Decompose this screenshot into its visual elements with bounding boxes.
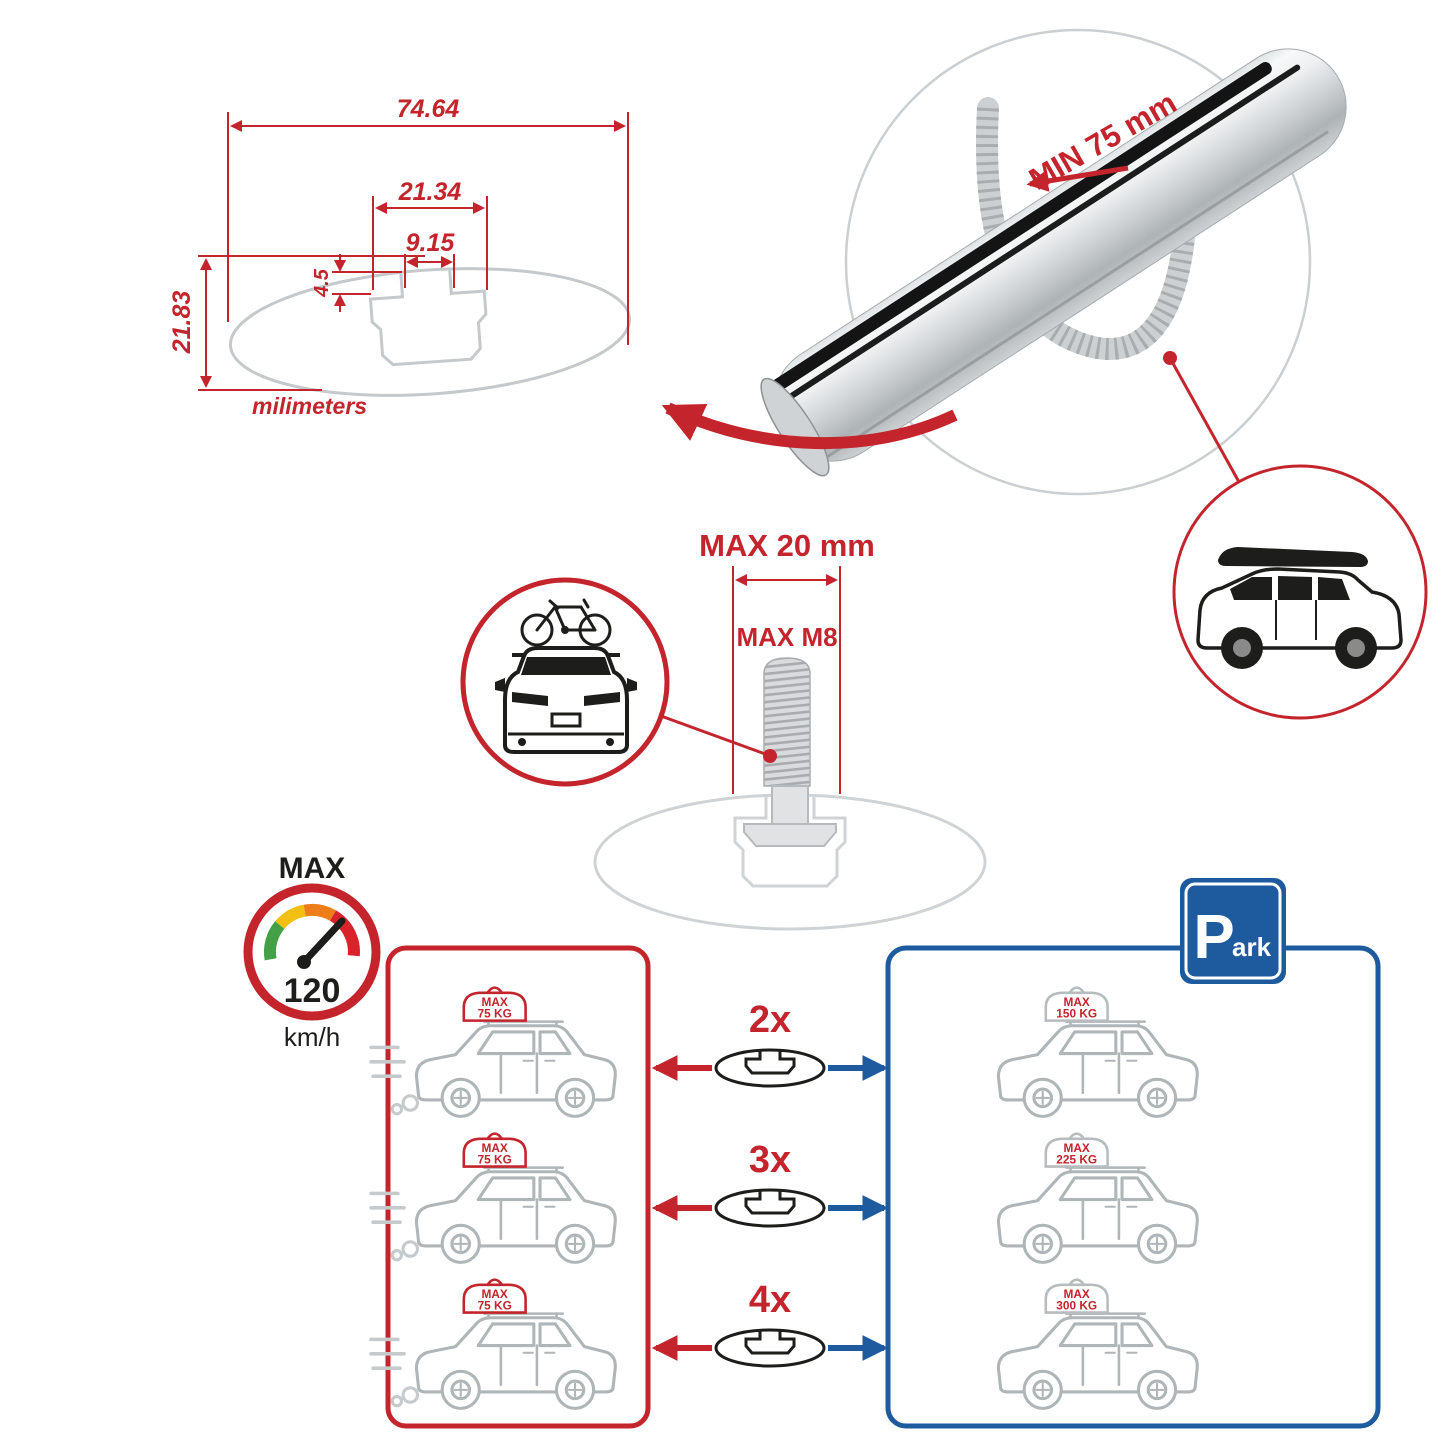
witness-lines-total-width — [227, 112, 629, 345]
crossbar-profile-icon — [714, 1328, 826, 1368]
bolt-shank — [771, 785, 809, 825]
quantity-row-2: 3x — [651, 1139, 889, 1228]
roof-load-badge: MAX 225 KG — [1044, 1132, 1109, 1168]
load-kg-label: 75 KG — [478, 1153, 512, 1167]
bolt-threads — [763, 657, 811, 787]
load-max-label: MAX — [482, 1141, 508, 1155]
roof-load-badge: MAX 150 KG — [1044, 986, 1109, 1022]
max-thread-label: MAX M8 — [736, 622, 837, 652]
load-comparison: MAX 120 km/h P ark — [243, 852, 1381, 1429]
detail-circle — [844, 28, 1312, 496]
bike-icon — [520, 598, 612, 647]
speed-limit-gauge: MAX 120 km/h — [243, 852, 381, 1052]
load-kg-label: 150 KG — [1056, 1007, 1097, 1021]
bolt-detail: MAX 20 mm MAX M8 — [460, 528, 987, 931]
license-plate — [550, 712, 582, 728]
cross-section-drawing: 74.64 21.34 9.15 4.5 21.83 milimeters — [168, 95, 632, 419]
bolt-pointer-line — [660, 714, 769, 757]
bolt-t-head — [743, 823, 837, 847]
row-count: 4x — [749, 1279, 791, 1321]
load-kg-label: 75 KG — [478, 1299, 512, 1313]
headlights — [512, 692, 620, 706]
roof-load-badge: MAX 75 KG — [462, 1132, 527, 1168]
crossbar-profile-icon — [714, 1048, 826, 1088]
bolt-pointer-dot — [763, 749, 777, 763]
parked-car-3: MAX 300 KG — [996, 1278, 1199, 1410]
gauge-needle — [300, 917, 346, 966]
dim-total-width: 74.64 — [397, 95, 460, 123]
suv-door-lines — [1275, 600, 1317, 640]
gauge-green-arc — [264, 921, 285, 961]
roof-load-badge: MAX 75 KG — [462, 986, 527, 1022]
load-kg-label: 300 KG — [1056, 1299, 1097, 1313]
bar-top-groove — [769, 62, 1272, 393]
gauge-red-arc — [329, 910, 360, 957]
crossbar-cross-section — [228, 267, 632, 397]
speed-value: 120 — [284, 972, 341, 1010]
gauge-pivot — [297, 955, 311, 969]
clamp-rod — [975, 97, 1197, 360]
load-max-label: MAX — [482, 1287, 508, 1301]
parked-car-1: MAX 150 KG — [996, 986, 1199, 1118]
crossbar-profile-icon — [714, 1188, 826, 1228]
parked-car-2: MAX 225 KG — [996, 1132, 1199, 1264]
roof-load-badge: MAX 300 KG — [1044, 1278, 1109, 1314]
pointer-line — [1168, 357, 1241, 483]
quantity-row-3: 4x — [651, 1279, 889, 1368]
aluminum-bar — [760, 48, 1347, 477]
max-length-label: MAX 20 mm — [699, 528, 875, 563]
witness-lines-bolt — [732, 566, 841, 794]
witness-lines-channel-width — [372, 196, 488, 290]
car-front-icon — [495, 646, 637, 754]
min-grip-arrow — [1026, 165, 1129, 192]
roof-box-icon — [1218, 547, 1368, 567]
section-pointer-arrow — [661, 402, 958, 450]
driving-car-3: MAX 75 KG — [369, 1278, 617, 1410]
gauge-yellow-arc — [275, 904, 307, 930]
driving-car-2: MAX 75 KG — [369, 1132, 617, 1264]
dim-slot-depth: 4.5 — [311, 268, 333, 298]
dim-channel-width: 21.34 — [398, 178, 462, 206]
suv-windows — [1230, 576, 1350, 600]
load-max-label: MAX — [1064, 995, 1090, 1009]
row-count: 2x — [749, 999, 791, 1041]
quantity-row-1: 2x — [651, 999, 889, 1088]
load-kg-label: 225 KG — [1056, 1153, 1097, 1167]
row-count: 3x — [749, 1139, 791, 1181]
park-sign-plate — [1180, 878, 1286, 984]
bar-seam-line — [779, 64, 1301, 405]
speed-units: km/h — [284, 1022, 340, 1052]
dim-total-height: 21.83 — [168, 291, 196, 355]
windshield — [521, 657, 611, 675]
roofbox-car-inset — [1172, 464, 1428, 720]
load-max-label: MAX — [482, 995, 508, 1009]
dim-slot-width: 9.15 — [406, 229, 456, 257]
park-sign: P ark — [1180, 878, 1286, 984]
witness-lines-slot-width — [404, 254, 455, 288]
bike-car-inset — [460, 577, 670, 787]
speed-max-label: MAX — [279, 852, 346, 885]
units-label: milimeters — [252, 393, 367, 419]
load-max-label: MAX — [1064, 1141, 1090, 1155]
gauge-orange-arc — [303, 904, 337, 921]
roof-load-badge: MAX 75 KG — [462, 1278, 527, 1314]
cross-section-ellipse — [228, 267, 632, 397]
bar-bottom-line — [824, 130, 1329, 460]
load-kg-label: 75 KG — [478, 1007, 512, 1021]
park-sign-ark: ark — [1232, 932, 1272, 962]
crossbar-render: MIN 75 mm — [661, 28, 1428, 720]
park-sign-p: P — [1193, 903, 1234, 972]
driving-car-1: MAX 75 KG — [369, 986, 617, 1118]
t-bolt — [743, 657, 837, 847]
park-sign-border — [1184, 882, 1282, 980]
t-slot-profile — [368, 270, 488, 367]
load-max-label: MAX — [1064, 1287, 1090, 1301]
witness-lines-total-height — [198, 255, 425, 391]
